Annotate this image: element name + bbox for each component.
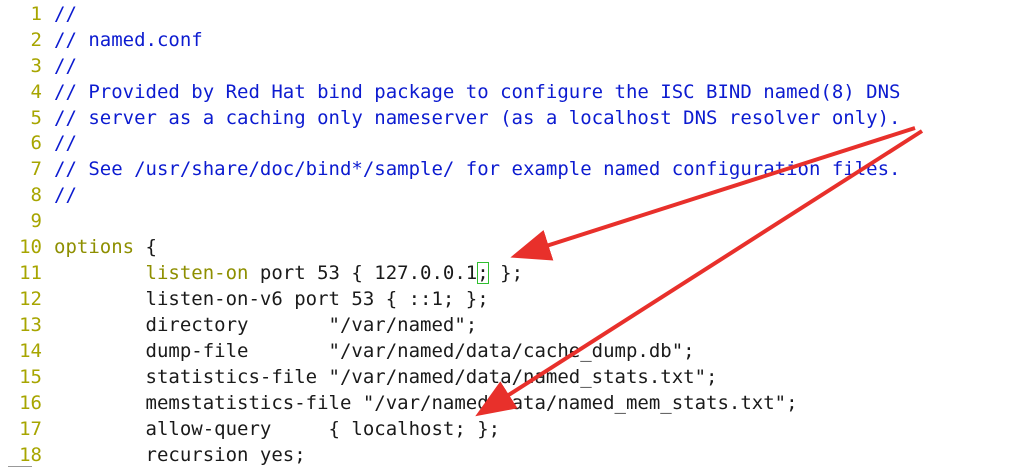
code-line[interactable]: 16 memstatistics-file "/var/named/data/n… [0, 391, 798, 417]
code-text: directory "/var/named"; [145, 314, 478, 336]
comment-text: // [54, 132, 77, 154]
code-line[interactable]: 6 // [0, 131, 77, 157]
line-number: 15 [19, 366, 42, 388]
comment-text: // named.conf [54, 29, 203, 51]
line-number: 12 [19, 288, 42, 310]
line-number: 3 [30, 55, 42, 77]
line-number: 18 [19, 444, 42, 466]
line-number: 10 [19, 236, 42, 258]
code-line[interactable]: 11 listen-on port 53 { 127.0.0.1; }; [0, 261, 523, 287]
line-number: 8 [30, 184, 42, 206]
code-line[interactable]: 17 allow-query { localhost; }; [0, 417, 500, 443]
line-number: 14 [19, 340, 42, 362]
code-line[interactable]: 7 // See /usr/share/doc/bind*/sample/ for… [0, 157, 901, 183]
code-text: allow-query { localhost; }; [145, 418, 501, 440]
code-indent [54, 340, 146, 362]
line-number: 2 [30, 29, 42, 51]
code-text: port 53 { 127.0.0.1 [248, 262, 478, 284]
code-line[interactable]: 9 [0, 209, 42, 235]
line-number: 5 [30, 107, 42, 129]
code-indent [54, 314, 146, 336]
code-text: statistics-file "/var/named/data/named_s… [145, 366, 718, 388]
code-indent [54, 262, 146, 284]
code-line[interactable]: 12 listen-on-v6 port 53 { ::1; }; [0, 287, 489, 313]
line-number: 6 [30, 132, 42, 154]
comment-text: // [54, 3, 77, 25]
code-line[interactable]: 8 // [0, 183, 77, 209]
code-line[interactable]: 2 // named.conf [0, 28, 203, 54]
code-line[interactable]: 1 // [0, 2, 77, 28]
code-indent [54, 418, 146, 440]
keyword-text: options [54, 236, 135, 258]
comment-text: // Provided by Red Hat bind package to c… [54, 81, 901, 103]
code-text: listen-on-v6 port 53 { ::1; }; [145, 288, 489, 310]
code-text: dump-file "/var/named/data/cache_dump.db… [145, 340, 695, 362]
line-number: 1 [30, 3, 42, 25]
comment-text: // [54, 55, 77, 77]
code-text: recursion yes; [145, 444, 306, 466]
code-line[interactable]: 14 dump-file "/var/named/data/cache_dump… [0, 339, 695, 365]
code-indent [54, 366, 146, 388]
code-line[interactable]: 15 statistics-file "/var/named/data/name… [0, 365, 717, 391]
keyword-text: listen-on [145, 262, 249, 284]
line-number: 13 [19, 314, 42, 336]
comment-text: // See /usr/share/doc/bind*/sample/ for … [54, 158, 901, 180]
line-number: 9 [30, 210, 42, 232]
code-line[interactable]: 4 // Provided by Red Hat bind package to … [0, 80, 901, 106]
code-line[interactable]: 18 recursion yes; [0, 443, 306, 469]
code-line[interactable]: 5 // server as a caching only nameserver … [0, 106, 901, 132]
text-cursor: ; [477, 262, 489, 284]
code-line[interactable]: 3 // [0, 54, 77, 80]
status-line-fragment [8, 466, 32, 467]
line-number: 11 [19, 262, 42, 284]
code-line[interactable]: 13 directory "/var/named"; [0, 313, 477, 339]
code-text: { [134, 236, 157, 258]
code-indent [54, 392, 146, 414]
line-number: 17 [19, 418, 42, 440]
comment-text: // [54, 184, 77, 206]
code-text: memstatistics-file "/var/named/data/name… [145, 392, 798, 414]
comment-text: // server as a caching only nameserver (… [54, 107, 901, 129]
code-indent [54, 288, 146, 310]
code-text: }; [488, 262, 524, 284]
line-number: 16 [19, 392, 42, 414]
line-number: 4 [30, 81, 42, 103]
code-line[interactable]: 10 options { [0, 235, 157, 261]
line-number: 7 [30, 158, 42, 180]
code-indent [54, 444, 146, 466]
